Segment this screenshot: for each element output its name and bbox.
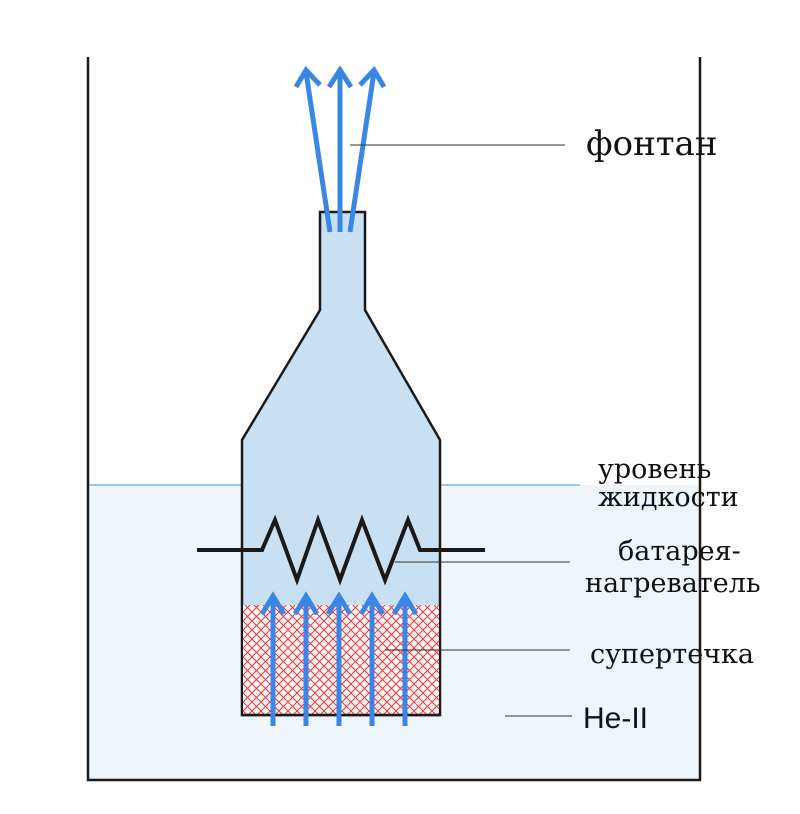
label-fountain: фонтан (586, 124, 717, 164)
label-heater-1: батарея- (618, 536, 741, 567)
label-liquid-level-2: жидкости (598, 482, 739, 513)
flow-arrows-bottom (259, 591, 419, 726)
jet-arrow (293, 65, 333, 233)
outer-vessel (86, 57, 702, 782)
label-helium: He-II (583, 702, 648, 735)
flow-arrow (259, 591, 287, 726)
label-liquid-level-1: уровень (598, 454, 711, 485)
heater-coil (197, 514, 485, 586)
jet-arrow (347, 65, 387, 233)
label-heater-2: нагреватель (585, 568, 761, 599)
leader-lines (350, 144, 572, 717)
flow-arrow (292, 591, 320, 726)
fountain-jets (293, 65, 387, 233)
label-superleak: супертечка (590, 639, 754, 670)
flow-arrow (325, 591, 353, 726)
jet-arrow (326, 65, 354, 232)
flow-arrow (358, 591, 386, 726)
flow-arrow (391, 591, 419, 726)
